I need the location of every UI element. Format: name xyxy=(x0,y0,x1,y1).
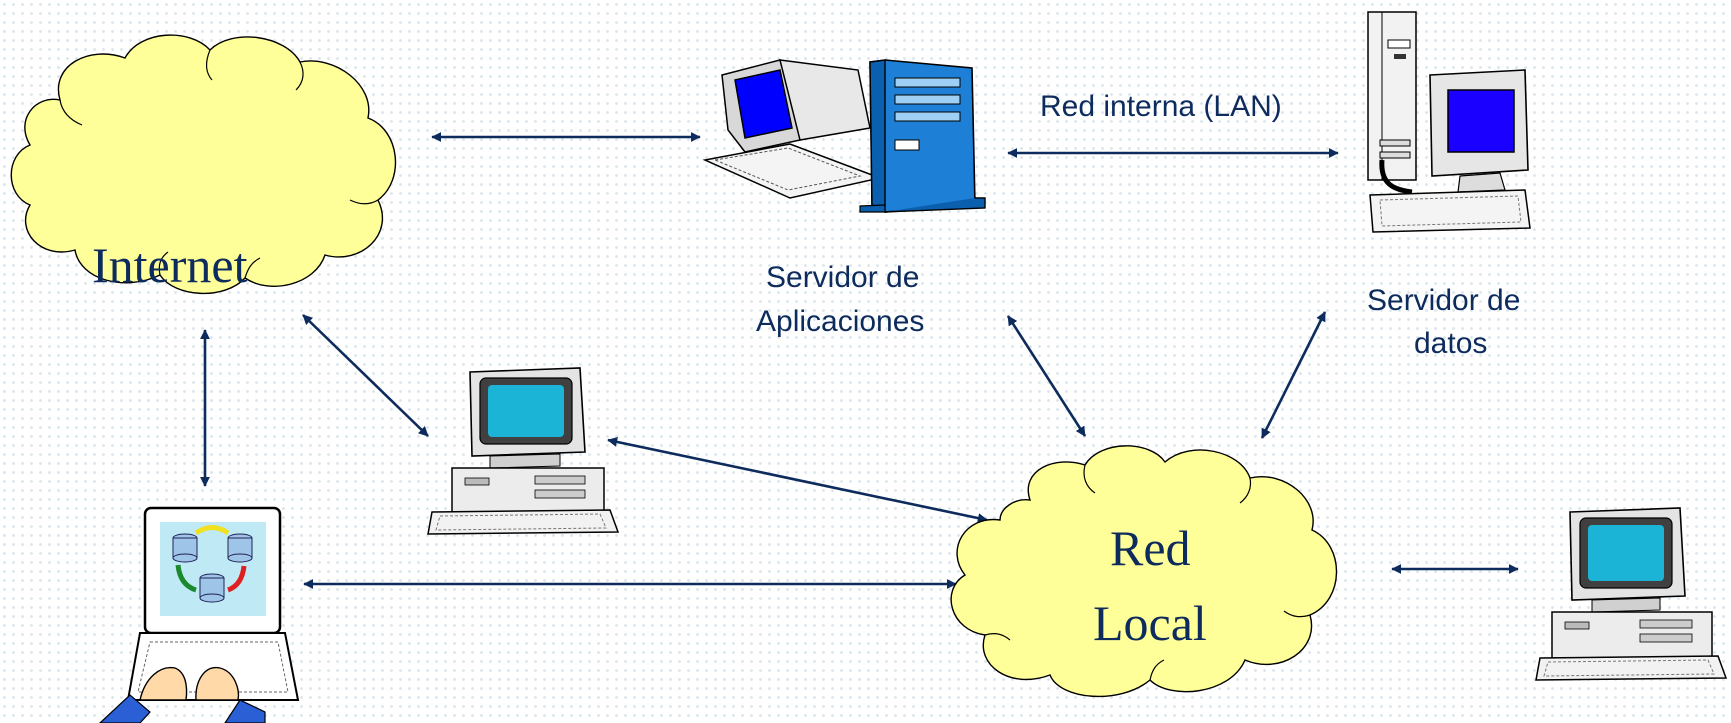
laptop-user-icon xyxy=(99,506,300,723)
lan-label: Red interna (LAN) xyxy=(1040,90,1282,123)
data-server-icon xyxy=(1367,11,1531,233)
desktop-computer-icon xyxy=(427,367,620,535)
connectors xyxy=(200,132,1519,589)
internet-cloud-label: Internet xyxy=(92,237,248,293)
app-server-label-line2: Aplicaciones xyxy=(756,305,924,338)
application-server-icon xyxy=(702,59,986,214)
arrow-dataserver-redlocal xyxy=(1260,311,1327,439)
desktop-computer-right-icon xyxy=(1535,507,1728,681)
internet-cloud: Internet xyxy=(10,34,397,295)
data-server-label-line1: Servidor de xyxy=(1367,284,1520,317)
arrow-appserver-redlocal xyxy=(1006,315,1087,437)
red-local-label-line2: Local xyxy=(1093,595,1207,651)
app-server-label-line1: Servidor de xyxy=(766,261,919,294)
red-local-label-line1: Red xyxy=(1110,520,1191,576)
database-sync-icon xyxy=(172,525,253,603)
arrow-internet-desktop xyxy=(302,314,429,437)
red-local-cloud: Red Local xyxy=(950,445,1338,698)
arrow-desktop-redlocal xyxy=(607,437,988,523)
internet-cloud-shape xyxy=(10,34,397,295)
red-local-cloud-shape xyxy=(950,445,1338,698)
data-server-label-line2: datos xyxy=(1414,327,1487,360)
